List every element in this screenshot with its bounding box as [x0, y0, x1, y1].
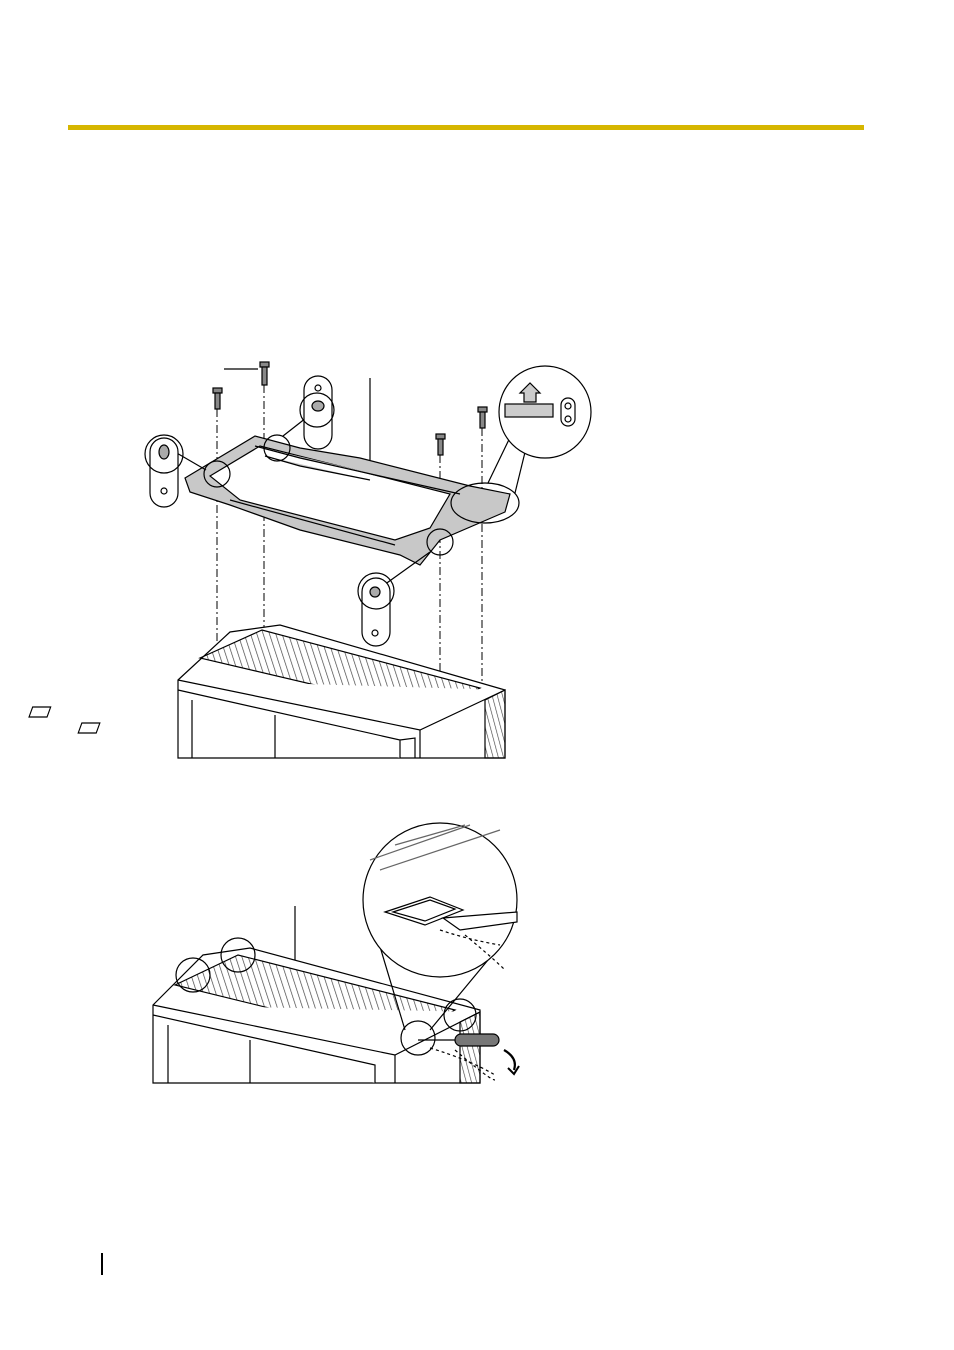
tab-detail: [358, 573, 394, 646]
screw-icon: [260, 362, 269, 385]
tab-detail: [300, 376, 334, 449]
screw-icon: [213, 388, 222, 409]
main-unit: [0, 625, 505, 758]
magnifier-detail: [363, 823, 517, 977]
screw-icon: [436, 434, 445, 455]
orientation-detail: [499, 366, 591, 458]
mounting-bracket: [185, 436, 510, 565]
cover-removal-figure: [0, 823, 519, 1083]
rotate-arrow-icon: [504, 1050, 515, 1070]
tab-detail: [145, 435, 183, 507]
mounting-bracket-figure: [0, 362, 591, 758]
screw-icon: [478, 407, 487, 428]
footer-marker: [101, 1253, 103, 1275]
